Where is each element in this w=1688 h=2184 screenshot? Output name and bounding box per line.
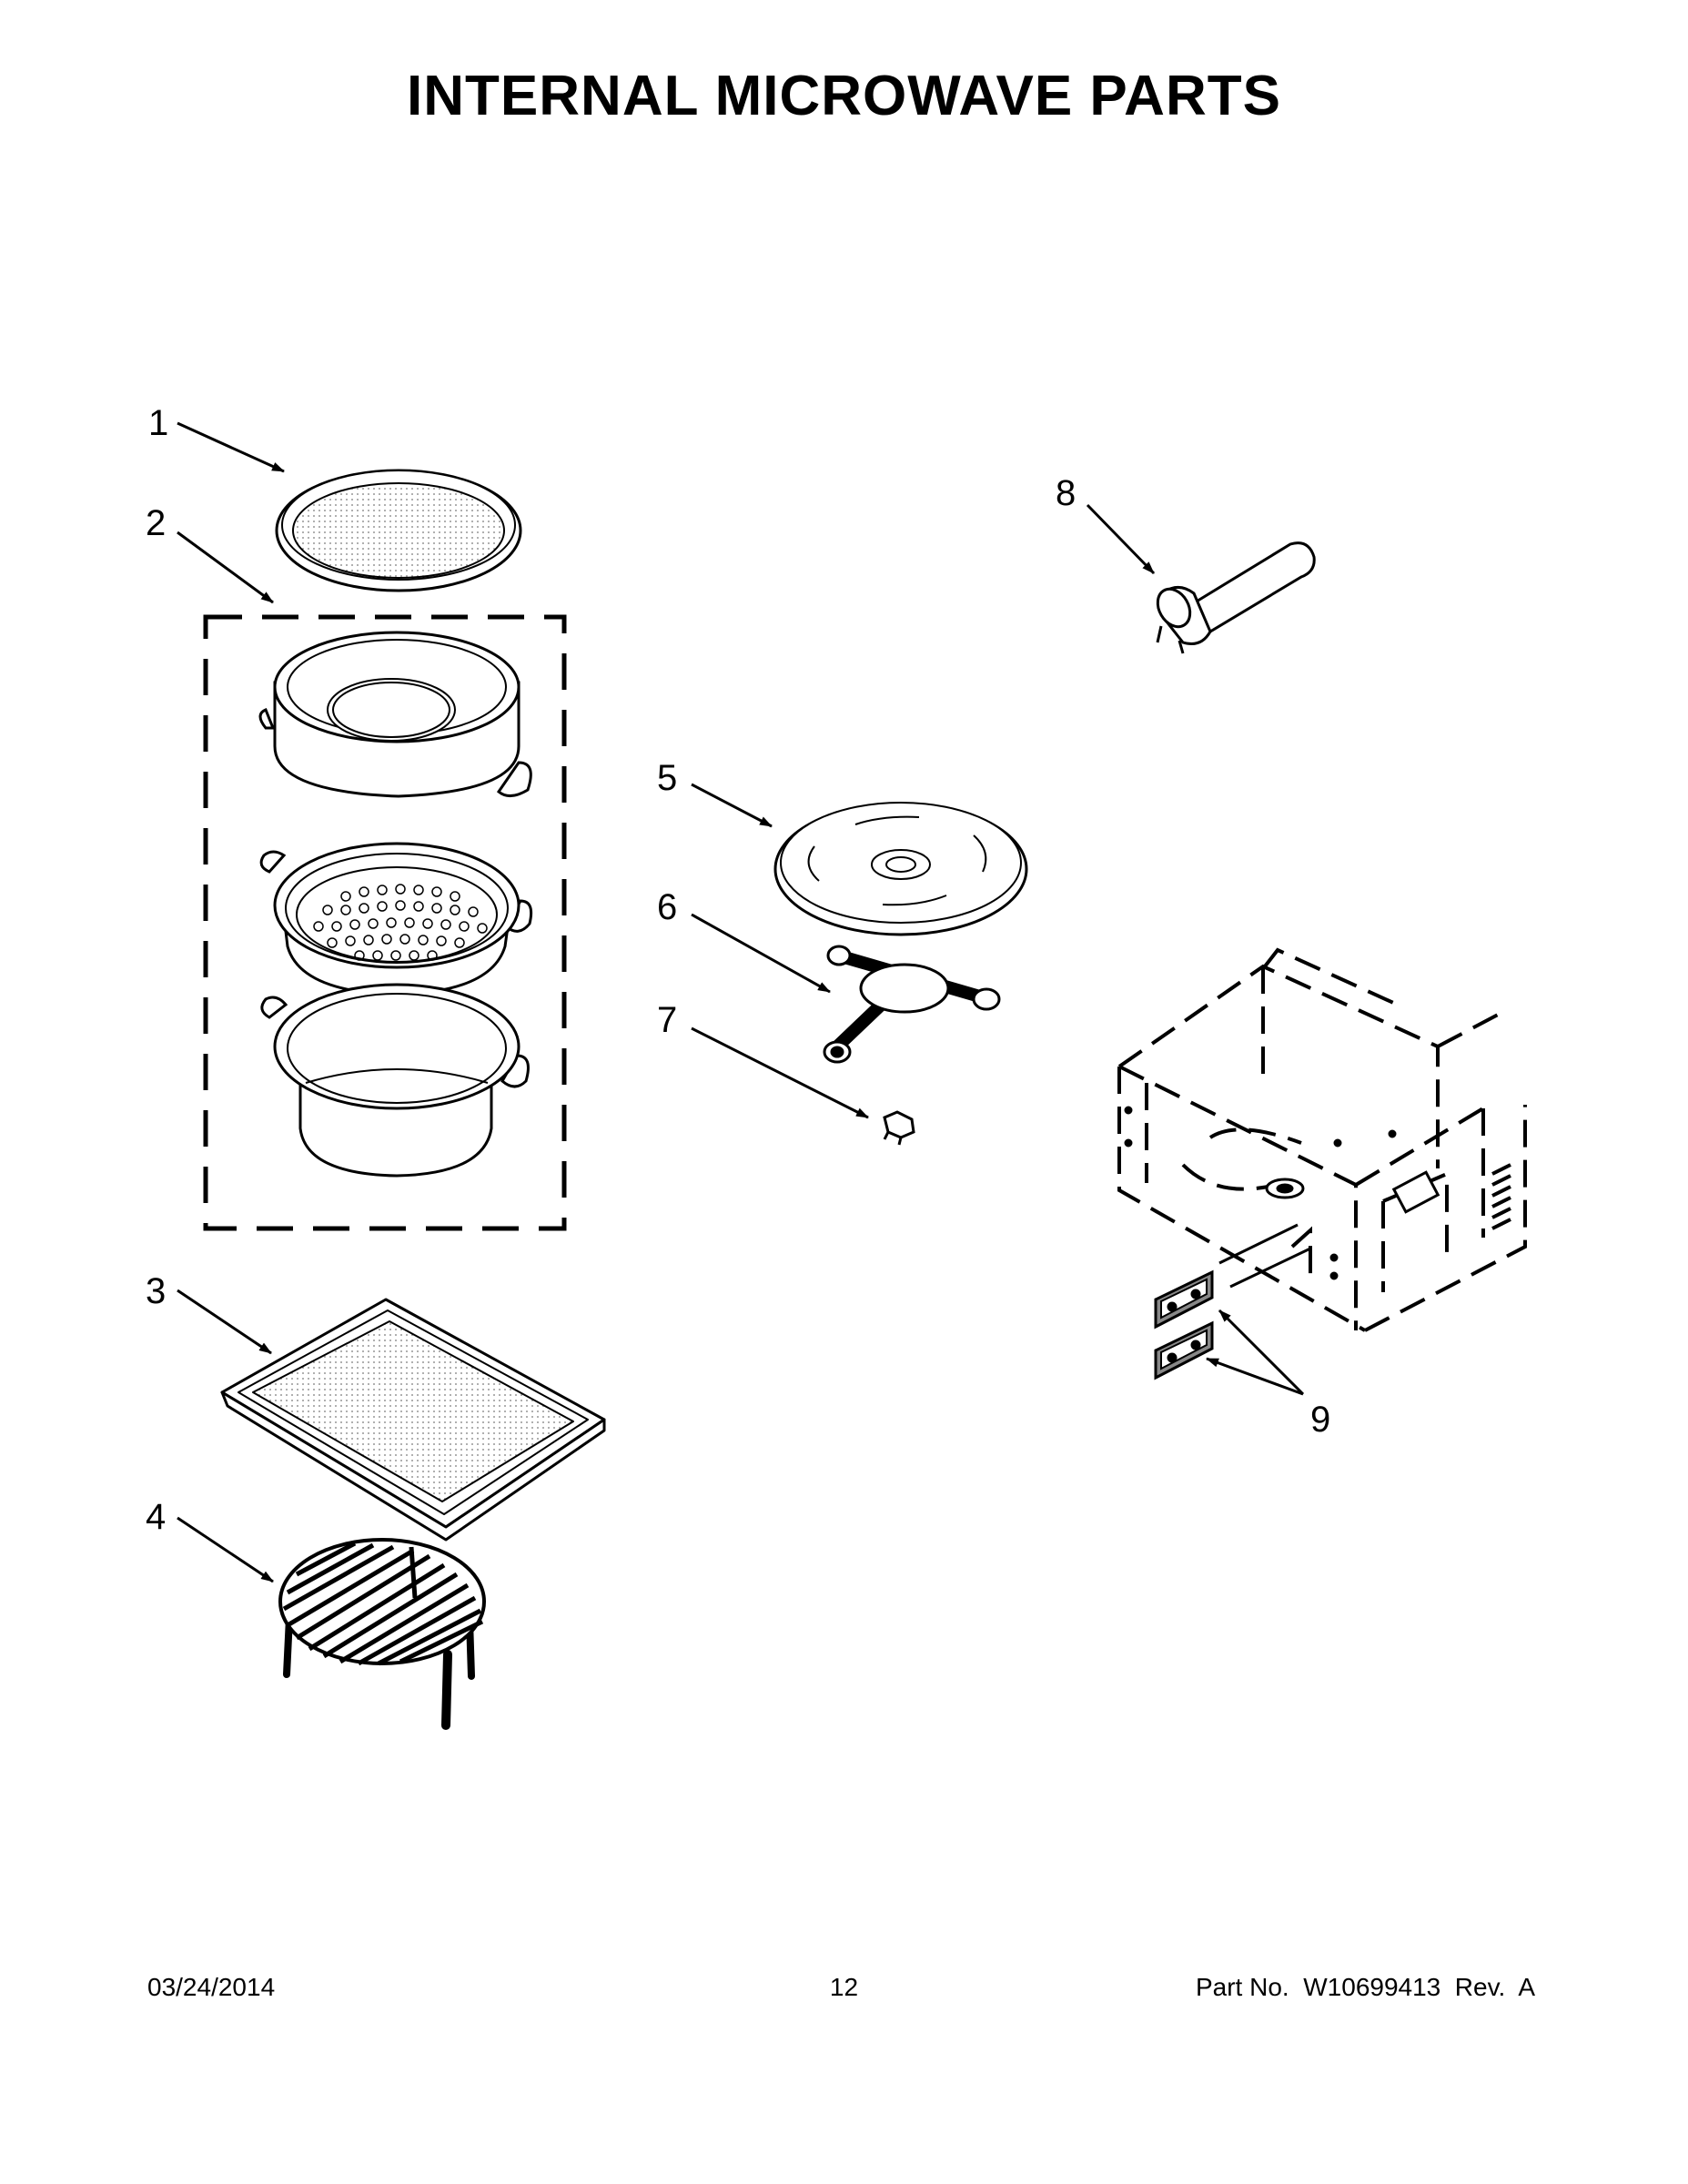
leader-5 bbox=[691, 783, 773, 828]
part-3-crisper-tray bbox=[220, 1298, 606, 1542]
leader-lines bbox=[177, 421, 1305, 1583]
microwave-cavity-outline bbox=[1117, 947, 1527, 1332]
part-9-waveguide-covers bbox=[1154, 1269, 1214, 1380]
callout-label-4: 4 bbox=[146, 1497, 166, 1537]
part-4-grill-rack bbox=[278, 1538, 486, 1730]
microwave-cavity-details bbox=[1124, 1106, 1511, 1289]
steamer-set-dashed-box bbox=[203, 614, 567, 1231]
steamer-basket bbox=[259, 842, 533, 996]
callout-label-5: 5 bbox=[657, 758, 677, 798]
callout-label-8: 8 bbox=[1056, 473, 1076, 513]
callout-label-6: 6 bbox=[657, 887, 677, 927]
callout-label-1: 1 bbox=[148, 403, 168, 443]
leader-1 bbox=[177, 421, 285, 473]
callout-label-3: 3 bbox=[146, 1271, 166, 1311]
part-7-coupler bbox=[883, 1110, 915, 1146]
steamer-pot bbox=[260, 983, 530, 1178]
leader-6 bbox=[691, 913, 831, 994]
callout-label-9: 9 bbox=[1310, 1400, 1330, 1440]
leader-8 bbox=[1086, 503, 1156, 575]
leader-7 bbox=[691, 1026, 869, 1119]
part-2-steamer-set bbox=[203, 614, 567, 1231]
part-1-lid bbox=[275, 469, 522, 592]
leader-3 bbox=[177, 1289, 272, 1355]
page-title: INTERNAL MICROWAVE PARTS bbox=[407, 65, 1281, 127]
callout-label-2: 2 bbox=[146, 503, 166, 543]
leader-2 bbox=[177, 531, 274, 604]
steamer-lid bbox=[258, 631, 532, 798]
part-6-roller-support bbox=[823, 945, 1001, 1064]
footer-date: 03/24/2014 bbox=[147, 1973, 276, 2001]
callout-label-7: 7 bbox=[657, 1000, 677, 1040]
leader-9a bbox=[1218, 1309, 1305, 1396]
leader-4 bbox=[177, 1516, 274, 1583]
footer-page-number: 12 bbox=[829, 1973, 859, 2001]
part-5-turntable-tray bbox=[773, 802, 1028, 936]
steamer-holes bbox=[313, 884, 488, 961]
part-8-latch bbox=[1156, 541, 1316, 654]
leader-9b bbox=[1206, 1357, 1304, 1396]
footer-part-number: Part No. W10699413 Rev. A bbox=[1195, 1973, 1535, 2001]
